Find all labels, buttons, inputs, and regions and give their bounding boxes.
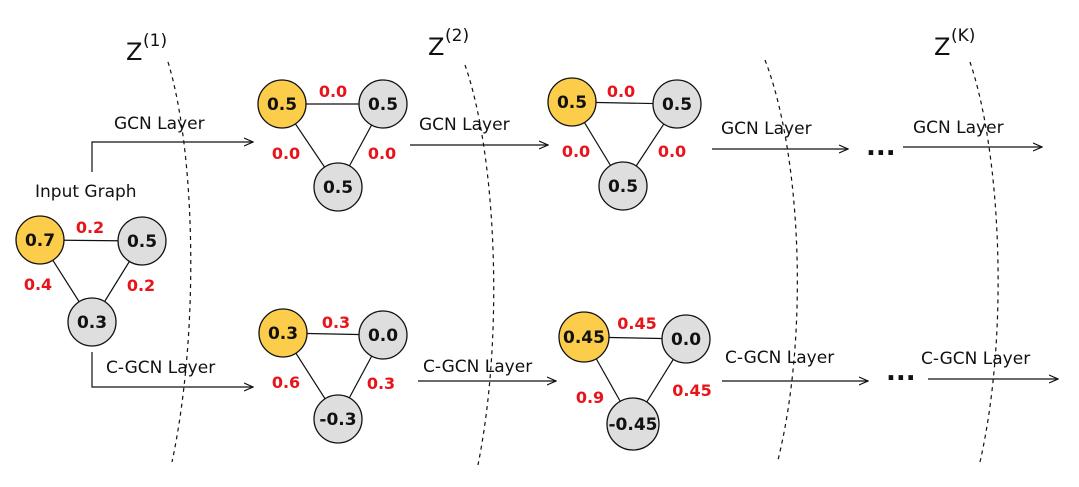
edge-weight-b-c: 0.2: [127, 276, 155, 295]
node-value: 0.5: [368, 95, 398, 115]
node-value: 0.5: [662, 95, 692, 115]
separator-mid: [764, 59, 798, 461]
node-c: 0.5: [598, 161, 648, 211]
edge-weight-b-c: 0.0: [368, 144, 396, 163]
z-label-k-base: Z: [934, 33, 950, 61]
node-a: 0.5: [257, 79, 307, 129]
gcn-layer-label-2: GCN Layer: [419, 115, 510, 135]
node-value: -0.3: [319, 410, 356, 430]
edge-weight-a-b: 0.2: [76, 218, 104, 237]
gcn-layer-label-1: GCN Layer: [114, 114, 205, 134]
edge-weight-b-c: 0.0: [658, 142, 686, 161]
separator-z2: [464, 64, 495, 466]
z-label-k-sup: (K): [951, 26, 975, 46]
branch-to-cgcn: [91, 352, 253, 387]
node-b: 0.5: [117, 216, 167, 266]
edge-weight-b-c: 0.3: [367, 374, 395, 393]
cgcn-layer-label-3: C-GCN Layer: [725, 348, 834, 368]
node-value: 0.5: [127, 232, 157, 252]
node-b: 0.0: [358, 310, 408, 360]
z-label-2-base: Z: [428, 33, 444, 61]
separator-z1: [167, 61, 192, 463]
node-b: 0.5: [652, 79, 702, 129]
edge-weight-a-b: 0.0: [319, 82, 347, 101]
node-value: 0.5: [608, 177, 638, 197]
node-a: 0.3: [258, 308, 308, 358]
gcn-layer-label-3: GCN Layer: [721, 119, 812, 139]
layer-separators: [167, 59, 999, 466]
node-c: -0.3: [313, 394, 363, 444]
edge-weight-a-c: 0.0: [272, 144, 300, 163]
cgcn-layer-label-4: C-GCN Layer: [921, 349, 1030, 369]
z-label-k: Z (K): [934, 26, 975, 61]
z-label-1-sup: (1): [143, 31, 167, 51]
branch-connectors: [91, 142, 253, 387]
node-c: 0.5: [313, 162, 363, 212]
node-b: 0.5: [358, 79, 408, 129]
node-c: -0.45: [606, 397, 660, 451]
node-value: -0.45: [609, 415, 658, 435]
node-value: 0.5: [267, 95, 297, 115]
z-label-1-base: Z: [126, 38, 142, 66]
gcn-graph-1: 0.5 0.5 0.5 0.0 0.0 0.0: [257, 79, 408, 212]
input-graph: 0.7 0.5 0.3 0.2 0.4 0.2: [15, 215, 167, 347]
z-label-2-sup: (2): [445, 26, 469, 46]
node-value: 0.5: [323, 178, 353, 198]
node-c: 0.3: [67, 297, 117, 347]
node-value: 0.7: [25, 231, 55, 251]
gcn-ellipsis: ...: [866, 132, 896, 162]
edge-weight-a-b: 0.3: [322, 313, 350, 332]
branch-to-gcn: [91, 142, 253, 172]
node-value: 0.3: [268, 324, 298, 344]
gcn-layer-label-4: GCN Layer: [913, 118, 1004, 138]
node-a: 0.7: [15, 215, 65, 265]
node-value: 0.45: [563, 328, 605, 348]
node-a: 0.5: [547, 77, 597, 127]
node-a: 0.45: [558, 311, 610, 363]
cgcn-graph-1: 0.3 0.0 -0.3 0.3 0.6 0.3: [258, 308, 408, 444]
input-graph-label: Input Graph: [35, 182, 137, 202]
edge-weight-a-c: 0.9: [576, 388, 604, 407]
cgcn-layer-label-1: C-GCN Layer: [106, 358, 215, 378]
edge-weight-a-c: 0.0: [562, 142, 590, 161]
node-value: 0.5: [557, 93, 587, 113]
edge-weight-a-b: 0.45: [617, 314, 656, 333]
gcn-row-arrows: [410, 145, 1042, 149]
node-value: 0.0: [368, 326, 398, 346]
edge-weight-a-b: 0.0: [607, 82, 635, 101]
edge-weight-b-c: 0.45: [672, 381, 711, 400]
z-label-1: Z (1): [126, 31, 167, 66]
edge-weight-a-c: 0.4: [24, 275, 52, 294]
cgcn-graph-2: 0.45 0.0 -0.45 0.45 0.9 0.45: [558, 311, 712, 451]
edge-weight-a-c: 0.6: [272, 373, 300, 392]
gcn-graph-2: 0.5 0.5 0.5 0.0 0.0 0.0: [547, 77, 702, 211]
cgcn-row-arrows: [418, 379, 1058, 381]
separator-zk: [969, 61, 999, 463]
node-value: 0.0: [671, 330, 701, 350]
cgcn-ellipsis: ...: [886, 357, 916, 387]
node-b: 0.0: [661, 314, 711, 364]
node-value: 0.3: [77, 313, 107, 333]
cgcn-layer-label-2: C-GCN Layer: [423, 357, 532, 377]
z-label-2: Z (2): [428, 26, 469, 61]
